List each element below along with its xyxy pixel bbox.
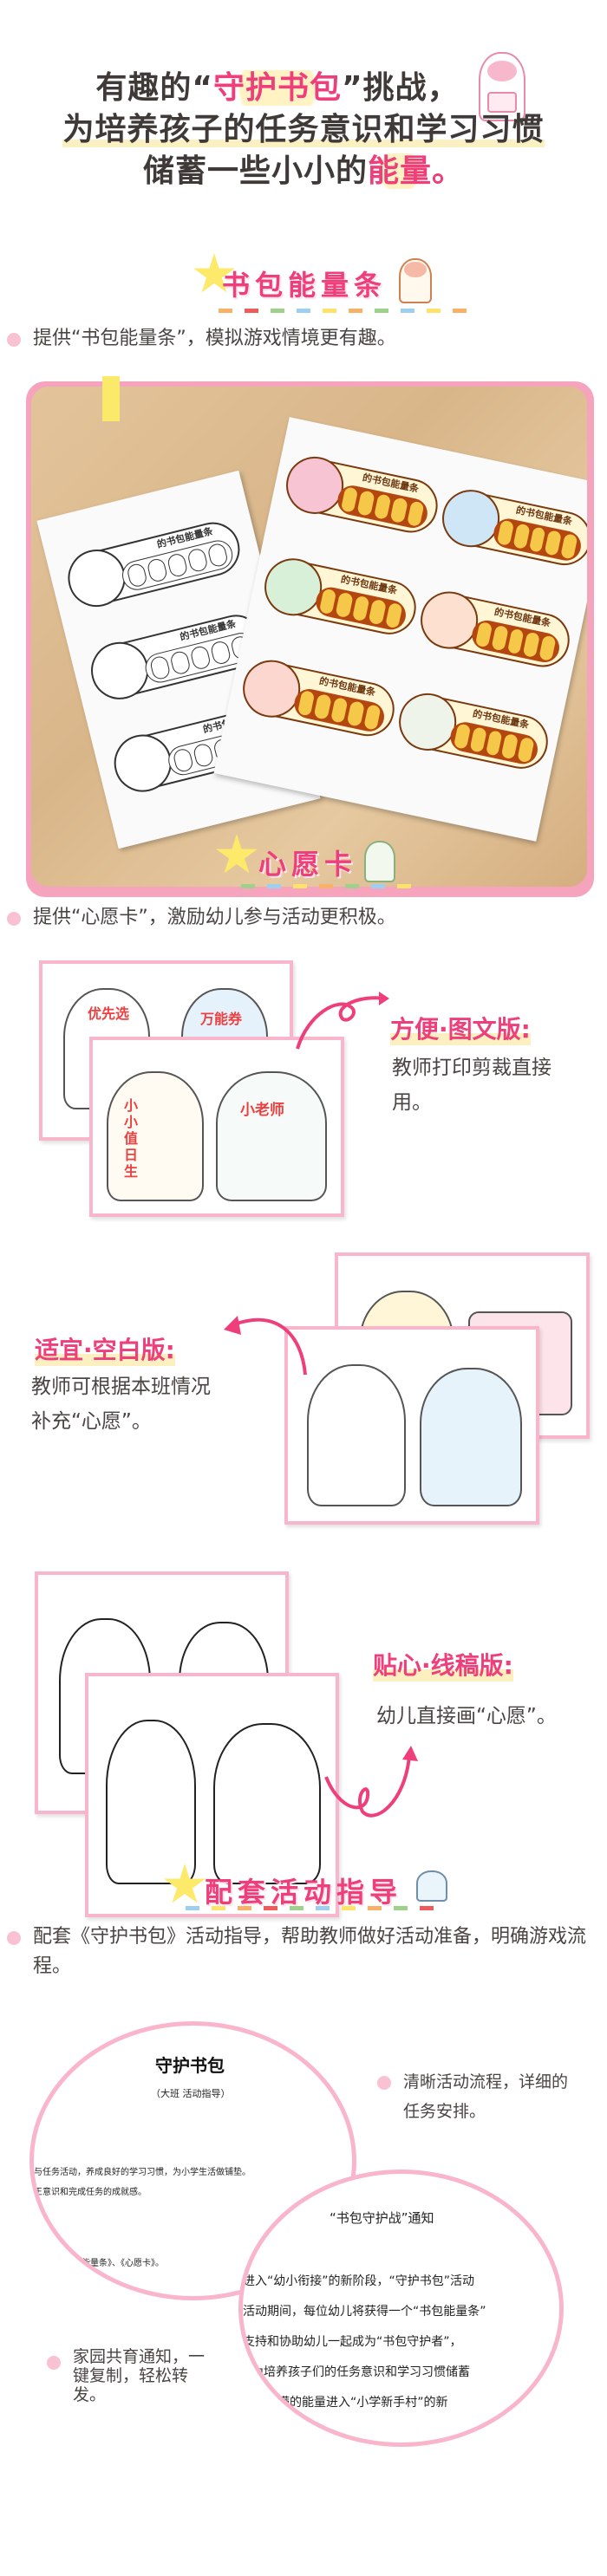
blue-backpack-icon: [414, 1869, 449, 1903]
wish-card-front: 小小值日生 小老师: [89, 1037, 344, 1217]
section-title: 配套活动指导: [205, 1876, 403, 1909]
headline-text: 为培养孩子的任务意识和学习习惯: [62, 112, 545, 147]
headline-highlight: 能量: [367, 153, 432, 189]
version-label: 贴心·线稿版:: [373, 1647, 513, 1682]
bullet-text: 配套《守护书包》活动指导，帮助教师做好活动准备，明确游戏流程。: [7, 1922, 605, 1981]
doc-title: 守护书包: [155, 2055, 225, 2076]
green-backpack-icon: [362, 839, 397, 884]
doc-line: 支持和协助幼儿一起成为“书包守护者”，: [243, 2335, 462, 2349]
section-title: 书包能量条: [222, 269, 388, 302]
doc-line: 王意识和完成任务的成就感。: [34, 2188, 147, 2197]
bullet-text: 提供“书包能量条”，模拟游戏情境更有趣。: [7, 324, 396, 354]
doc-line: 进入“幼小衔接”的新阶段，“守护书包”活动: [243, 2274, 475, 2288]
bullet-text: 清晰活动流程，详细的任务安排。: [377, 2067, 568, 2126]
doc-line: 包能量条》、《心愿卡》。: [73, 2259, 164, 2268]
section-divider: [241, 884, 411, 888]
color-sheet: 的书包能量条 的书包能量条 的书包能量条 的书包能量条 的书包能量条 的书包能量…: [213, 417, 587, 842]
headline-text: 有趣的“: [95, 70, 213, 106]
bullet-text: 提供“心愿卡”，激励幼儿参与活动更积极。: [7, 903, 396, 933]
doc-line: 为培养孩子们的任务意识和学习习惯储蓄: [251, 2365, 470, 2379]
headline-text: 。: [432, 153, 465, 189]
doc-line: 与任务活动，养成良好的学习习惯，为小学生活做铺垫。: [34, 2168, 251, 2177]
home-notice-preview: “书包守护战”通知 进入“幼小衔接”的新阶段，“守护书包”活动 活动期间，每位幼…: [238, 2169, 564, 2447]
section-divider: [219, 309, 467, 313]
doc-title: “书包守护战”通知: [330, 2210, 434, 2226]
orange-backpack-icon: [397, 255, 434, 305]
headline-text: 储蓄一些小小的: [142, 153, 368, 189]
energy-bar-photo: 的书包能量条 的书包能量条 的书包能量条 的书包能量条 的书包能量条 的书包能量…: [26, 376, 594, 897]
doc-subtitle: （大班 活动指导）: [151, 2088, 231, 2099]
card-text: 小小值日生: [124, 1097, 139, 1180]
version-desc: 幼儿直接画“心愿”。: [376, 1705, 557, 1727]
version-label: 方便·图文版:: [390, 1011, 531, 1045]
doc-line: 活动期间，每位幼儿将获得一个“书包能量条”: [243, 2305, 486, 2319]
tape-decoration: [102, 376, 120, 421]
pink-backpack-icon: [475, 49, 529, 125]
headline-highlight: 守护书包: [212, 70, 342, 106]
headline-text: ”挑战，: [342, 70, 460, 106]
curly-arrow-icon: [324, 1746, 418, 1818]
doc-line: 满的能量进入“小学新手村”的新: [277, 2396, 448, 2410]
wish-card-front: [85, 1673, 339, 1917]
version-desc: 教师打印剪裁直接用。: [392, 1057, 552, 1114]
version-desc: 教师可根据本班情况补充“心愿”。: [31, 1376, 211, 1433]
wish-card-front: [284, 1326, 539, 1525]
headline-line-3: 储蓄一些小小的能量。: [0, 146, 607, 191]
card-text: 万能券: [200, 1011, 243, 1027]
card-text: 小老师: [240, 1102, 284, 1119]
section-title: 心愿卡: [258, 848, 358, 881]
bullet-text: 家园共育通知，一键复制，轻松转发。: [47, 2347, 220, 2404]
section-divider: [186, 1906, 434, 1910]
card-text: 优先选: [88, 1005, 130, 1022]
curved-arrow-icon: [224, 1316, 307, 1376]
curly-arrow-icon: [296, 992, 389, 1050]
headline-line-1: 有趣的“守护书包”挑战，: [0, 62, 581, 107]
version-label: 适宜·空白版:: [35, 1331, 175, 1366]
headline-line-2: 为培养孩子的任务意识和学习习惯: [0, 104, 607, 149]
